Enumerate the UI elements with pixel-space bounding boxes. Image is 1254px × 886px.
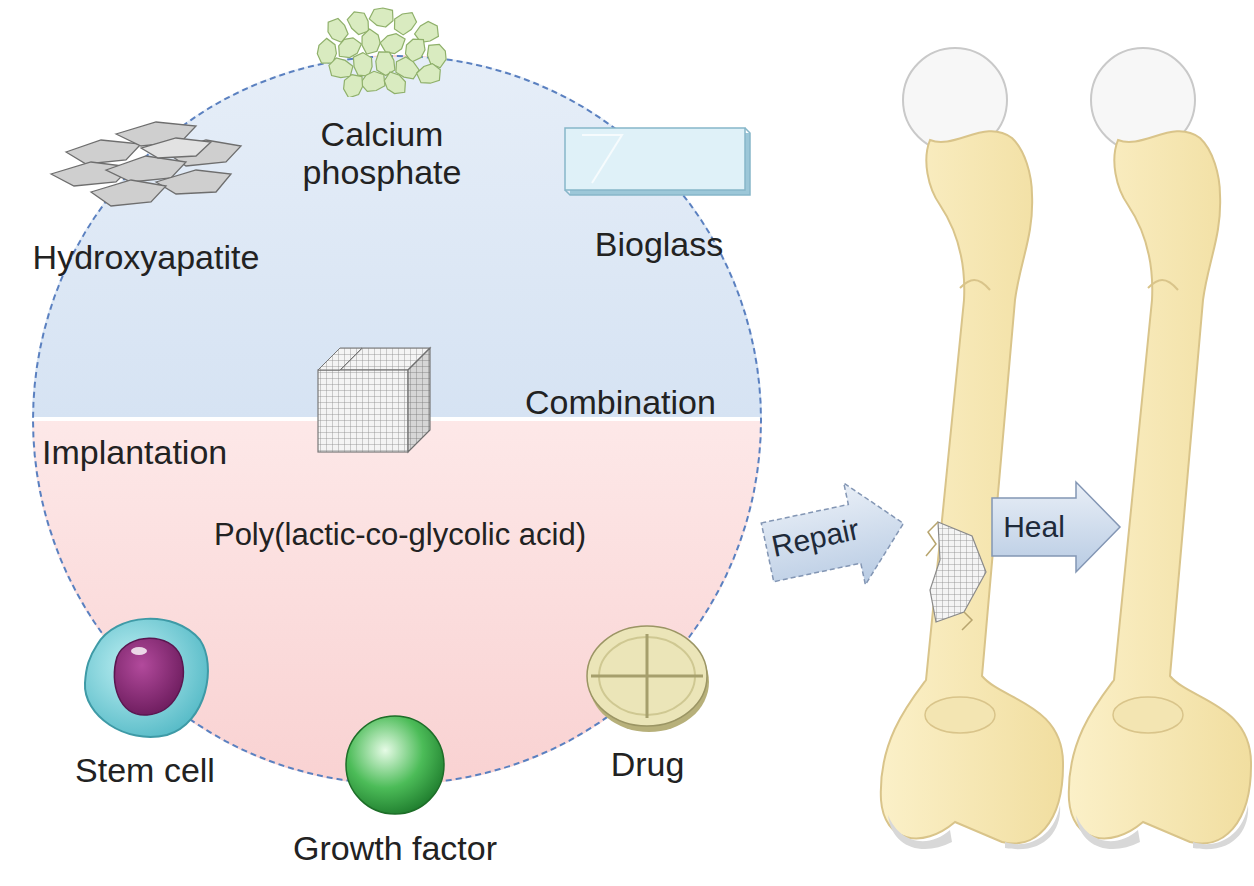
scaffold-cube [140,342,660,510]
additive-item: Stem cell [48,605,242,797]
granule [380,34,405,54]
granule [362,29,380,54]
icon-holder [562,95,757,209]
icon-holder [307,2,457,101]
material-item: Hydroxyapatite [0,112,292,284]
additive-item: Drug [575,620,720,792]
item-label: Poly(lactic-co-glycolic acid) [214,518,586,553]
item-label: Growth factor [293,829,497,867]
icon-holder [583,620,713,739]
granule [317,38,336,63]
stem-cell-icon [75,605,215,745]
icon-holder [46,112,246,216]
femur-healed [1069,48,1251,849]
granule [395,13,417,35]
granule [347,12,368,35]
item-label: Calcium phosphate [290,115,474,191]
scaffold-circle: CombinationImplantation Hydroxyapatite Cal… [32,55,762,785]
hydroxyapatite-icon [46,112,246,212]
icon-holder [75,605,215,749]
item-label: Hydroxyapatite [33,238,260,276]
material-item: Calcium phosphate [286,2,478,212]
granule [417,64,441,84]
item-label: Drug [611,745,685,783]
granule [344,75,363,97]
drug-tablet-icon [583,620,713,735]
additive-item: Growth factor [255,713,535,881]
granule [384,72,405,94]
region-label: Combination [525,383,716,421]
arrow-label: Heal [992,498,1076,556]
heal-arrow-box: Heal [988,480,1123,575]
femur-broken [881,48,1063,849]
icon-holder [343,713,447,821]
fracture-line [926,522,972,630]
scaffold-implant [930,522,986,622]
repair-arrow-box: Repair [760,478,910,598]
growth-factor-icon [343,713,447,817]
item-label: Bioglass [595,225,724,263]
material-item: Bioglass [558,95,761,271]
icon-holder [140,342,660,514]
bioglass-icon [562,95,757,205]
granule [369,8,393,27]
granule [360,71,385,91]
arrow-label: Repair [763,499,868,577]
region-label: Implantation [42,433,227,471]
granule [353,53,372,76]
calcium-phosphate-icon [307,2,457,97]
item-label: Stem cell [75,751,215,789]
granule [329,58,353,78]
